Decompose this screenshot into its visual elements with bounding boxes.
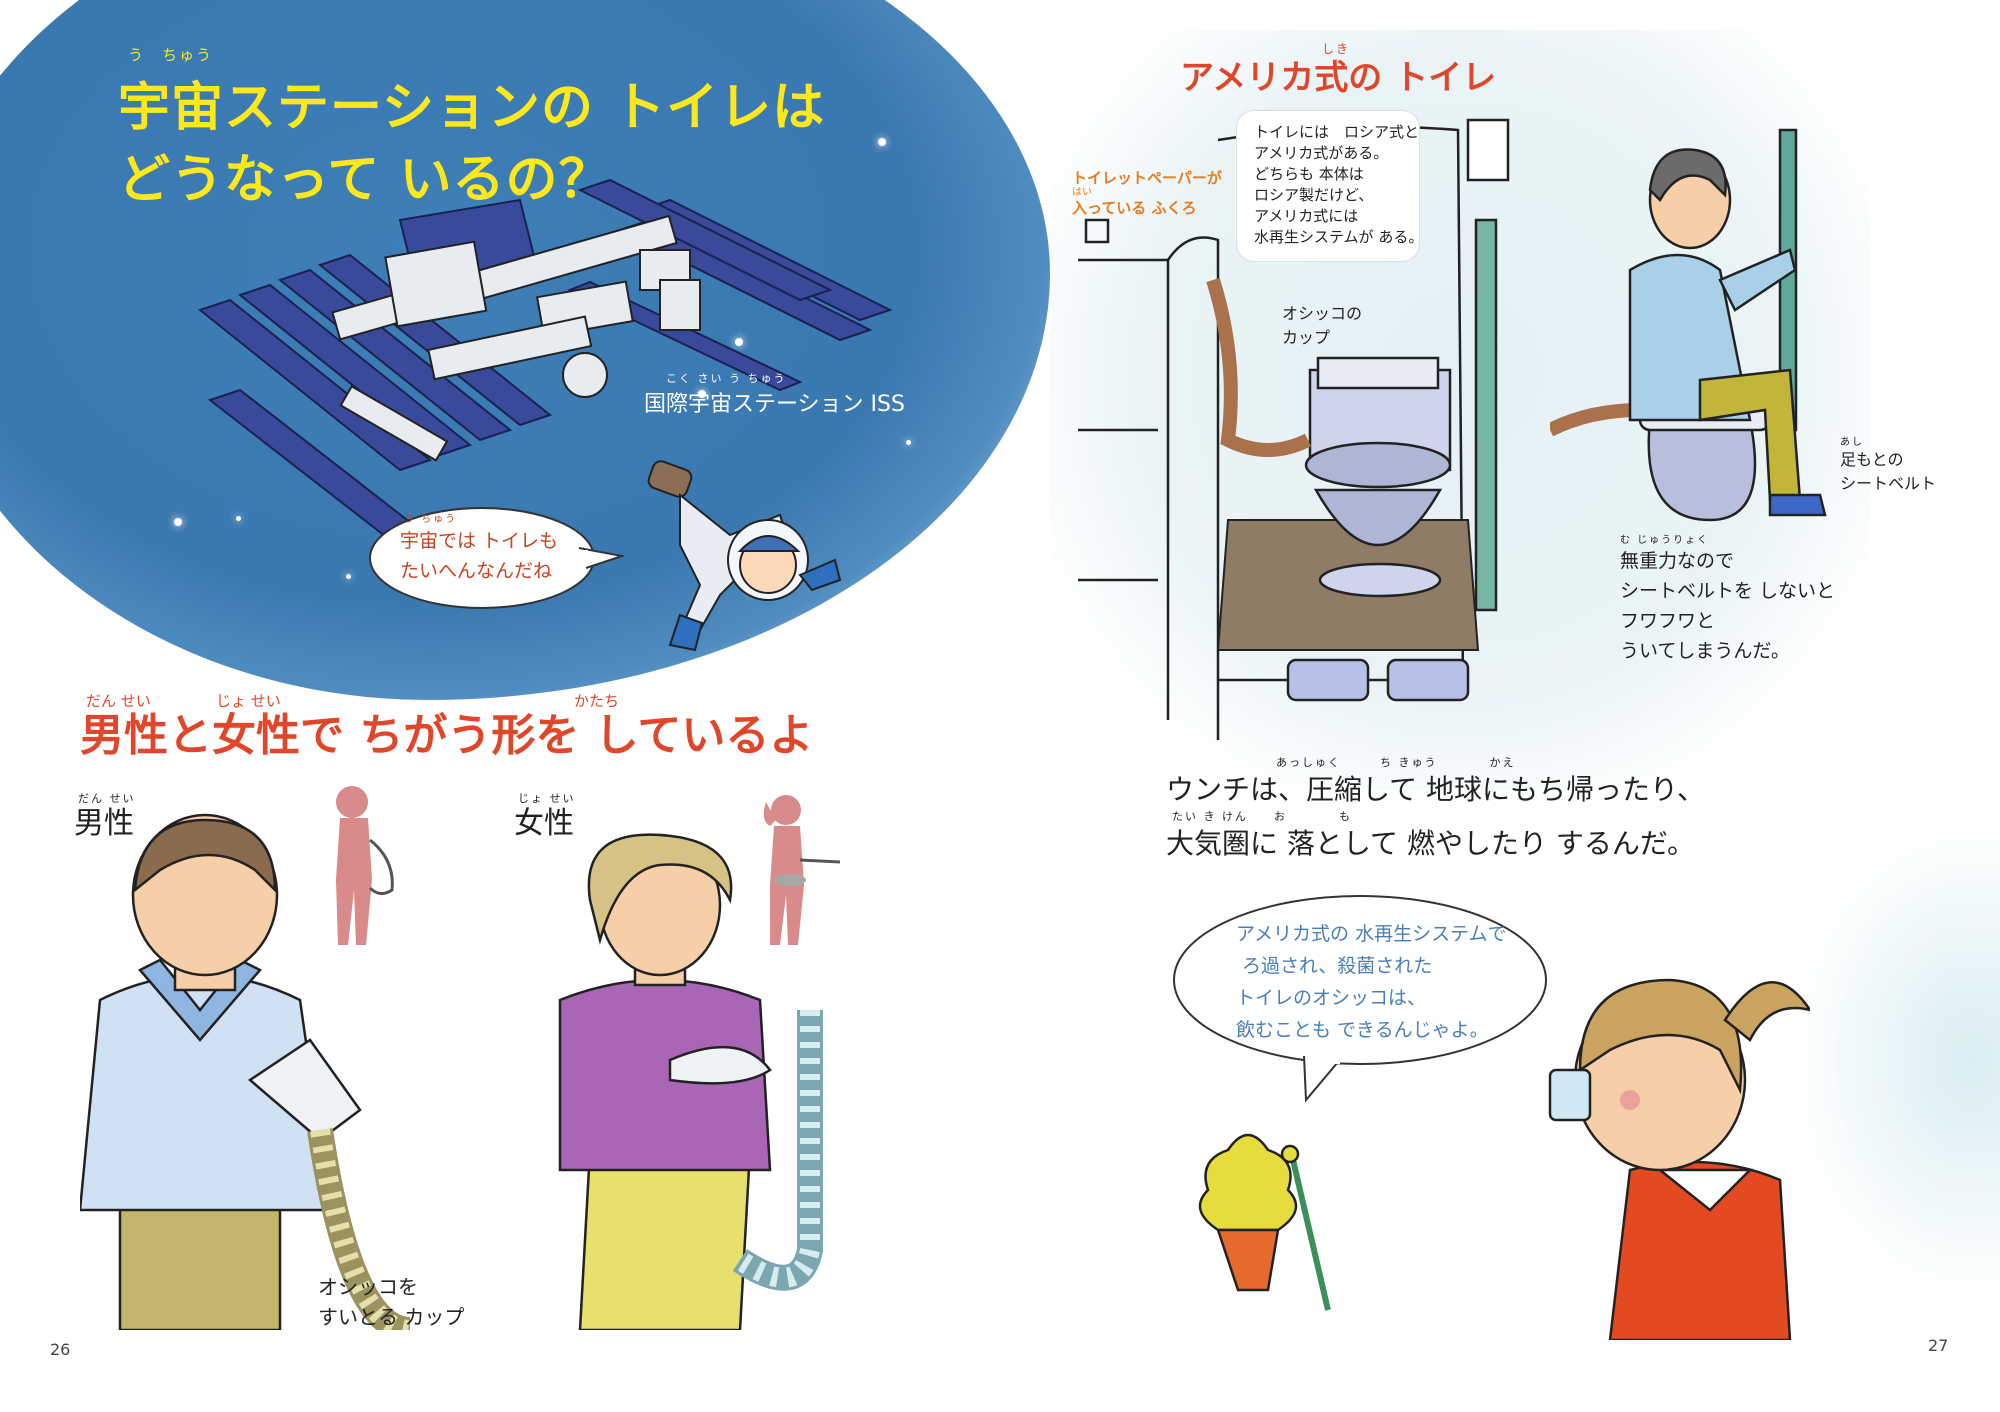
- paper-bag-line2: 入っている ふくろ: [1072, 199, 1197, 217]
- iss-ruby: こく さい う ちゅう: [666, 372, 787, 385]
- female-silhouette: [763, 795, 841, 945]
- info-line-2: どちらも 本体は: [1254, 165, 1364, 183]
- water-recycling-text: アメリカ式の 水再生システムで ろ過され、殺菌された トイレのオシッコは、 飲む…: [1236, 918, 1507, 1046]
- page-title-line1: 宇宙ステーションの トイレは: [118, 78, 826, 138]
- us-heading-ruby: しき: [1322, 42, 1351, 56]
- water-line-3: 飲むことも できるんじゃよ。: [1236, 1019, 1489, 1041]
- zero-gravity-ruby: む じゅうりょく: [1620, 535, 1710, 546]
- page-title: 宇宙ステーションの トイレは どうなって いるの？: [118, 72, 825, 216]
- us-toilet-heading: アメリカ式の トイレ: [1180, 58, 1497, 98]
- poop-ruby-1: あっしゅく ち きゅう かえ: [1276, 756, 1516, 769]
- paper-bag-ruby: はい: [1072, 187, 1092, 198]
- seatbelt-line2: シートベルト: [1840, 474, 1937, 493]
- seatbelt-line1: 足もとの: [1840, 450, 1904, 469]
- seated-man-illustration: [1550, 128, 1827, 522]
- pee-cup-line1: オシッコの: [1282, 304, 1363, 323]
- cup-label-line2: すいとる カップ: [318, 1305, 465, 1329]
- paper-bag-line1: トイレットペーパーが: [1072, 169, 1222, 187]
- female-label-group: じょ せい 女性: [514, 790, 576, 842]
- zero-gravity-line-1: シートベルトを しないと: [1620, 580, 1836, 602]
- water-line-1: ろ過され、殺菌された: [1242, 955, 1433, 977]
- poop-disposal-text: あっしゅく ち きゅう かえ ウンチは、圧縮して 地球にもち帰ったり、 たい き…: [1166, 756, 1705, 864]
- poop-line2: 大気圏に 落として 燃やしたり するんだ。: [1166, 827, 1696, 860]
- female-ruby: じょ せい: [518, 792, 576, 805]
- toilet-room-illustration: [1078, 118, 1510, 740]
- male-silhouette: [336, 786, 394, 945]
- astronaut-speech-text: う ちゅう 宇宙では トイレも たいへんなんだね: [400, 514, 558, 586]
- star: [735, 338, 743, 346]
- zero-gravity-line-3: ういてしまうんだ。: [1620, 640, 1790, 662]
- cup-label: オシッコを すいとる カップ: [318, 1272, 464, 1332]
- iss-illustration: [197, 178, 893, 542]
- info-line-3: ロシア製だけど、: [1254, 186, 1374, 204]
- seatbelt-label: あし 足もとの シートベルト: [1840, 438, 1936, 496]
- zero-gravity-text: む じゅうりょく 無重力なので シートベルトを しないと フワフワと ういてしま…: [1620, 536, 1835, 666]
- female-figure: [558, 833, 823, 1330]
- page-number-left: 26: [50, 1340, 71, 1359]
- info-line-0: トイレには ロシア式と: [1254, 123, 1420, 141]
- water-line-0: アメリカ式の 水再生システムで: [1236, 923, 1507, 945]
- section-ruby-dansei: だん せい: [86, 692, 151, 710]
- star: [878, 138, 886, 146]
- section-ruby-katachi: かたち: [574, 692, 620, 710]
- star: [698, 390, 706, 398]
- page-number-right: 27: [1928, 1336, 1949, 1355]
- male-figure: [80, 813, 412, 1330]
- water-speech-bubble: [1173, 895, 1547, 1103]
- female-label: 女性: [514, 806, 574, 841]
- iss-label-group: こく さい う ちゅう 国際宇宙ステーション ISS: [644, 370, 905, 418]
- girl-drinking-illustration: [1548, 978, 1810, 1340]
- male-label: 男性: [74, 806, 134, 841]
- pee-cup-line2: カップ: [1282, 328, 1331, 347]
- info-box: [1236, 110, 1420, 262]
- astronaut-illustration: [647, 460, 842, 652]
- bubble-ruby: う ちゅう: [404, 514, 458, 525]
- iss-label: 国際宇宙ステーション ISS: [644, 392, 905, 417]
- star: [346, 574, 351, 579]
- male-label-group: だん せい 男性: [74, 790, 136, 842]
- male-ruby: だん せい: [78, 792, 136, 805]
- info-line-4: アメリカ式には: [1254, 207, 1359, 225]
- star: [906, 440, 911, 445]
- bubble-line1: 宇宙では トイレも: [400, 530, 559, 552]
- info-line-1: アメリカ式がある。: [1254, 144, 1389, 162]
- pee-cup-label: オシッコの カップ: [1282, 302, 1362, 350]
- zero-gravity-line-2: フワフワと: [1620, 610, 1716, 632]
- paper-bag-label: トイレットペーパーが はい 入っている ふくろ: [1072, 168, 1222, 218]
- poop-ruby-2: たい き けん お も: [1172, 810, 1352, 823]
- bubble-line2: たいへんなんだね: [400, 560, 553, 582]
- star: [174, 518, 182, 526]
- poop-line1: ウンチは、圧縮して 地球にもち帰ったり、: [1166, 773, 1705, 806]
- info-text: トイレには ロシア式と アメリカ式がある。 どちらも 本体は ロシア製だけど、 …: [1254, 122, 1423, 248]
- section-title: 男性と女性で ちがう形を しているよ: [80, 710, 814, 761]
- title-ruby-chuu: ちゅう: [162, 46, 214, 64]
- info-line-5: 水再生システムが ある。: [1254, 228, 1424, 246]
- cup-label-line1: オシッコを: [318, 1275, 418, 1299]
- poop-character-illustration: [1198, 1133, 1331, 1311]
- title-ruby-u: う: [128, 46, 146, 64]
- seatbelt-ruby: あし: [1840, 437, 1864, 448]
- page-title-line2: どうなって いるの？: [118, 150, 612, 210]
- zero-gravity-line-0: 無重力なので: [1620, 550, 1735, 572]
- section-ruby-josei: じょ せい: [216, 692, 281, 710]
- corner-glow-background: [1790, 820, 2000, 1300]
- star: [236, 516, 241, 521]
- astronaut-speech-bubble: [369, 507, 624, 609]
- water-line-2: トイレのオシッコは、: [1236, 987, 1427, 1009]
